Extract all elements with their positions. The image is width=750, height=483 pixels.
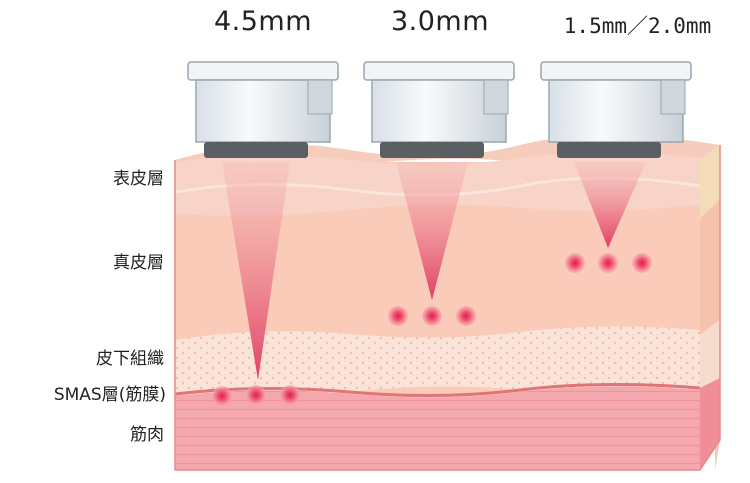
layer-label-smas: SMAS層(筋膜) (53, 385, 166, 405)
focal-points-1-5mm (565, 253, 652, 273)
layer-label-subcutaneous: 皮下組織 (96, 349, 164, 369)
depth-label-3-0mm: 3.0mm (390, 6, 490, 37)
beam-1-5mm (574, 162, 646, 248)
side-dermis (700, 200, 720, 335)
layer-label-muscle: 筋肉 (130, 425, 164, 445)
beam-4-5mm (222, 162, 290, 380)
layer-label-epidermis: 表皮層 (113, 169, 164, 189)
transducer-1-5mm-2-0mm (540, 61, 692, 158)
transducer-3-0mm (363, 61, 515, 158)
side-epidermis (700, 145, 720, 218)
depth-label-4-5mm: 4.5mm (213, 6, 313, 37)
depth-label-1-5mm-2-0mm: 1.5mm／2.0mm (563, 14, 712, 38)
layer-label-dermis: 真皮層 (113, 253, 164, 273)
focal-points-4-5mm (212, 385, 300, 406)
beam-3-0mm (396, 162, 468, 300)
focal-points-3-0mm (388, 306, 476, 326)
side-subcutaneous (700, 320, 720, 388)
block-outline (174, 145, 721, 471)
transducer-4-5mm (187, 61, 339, 158)
